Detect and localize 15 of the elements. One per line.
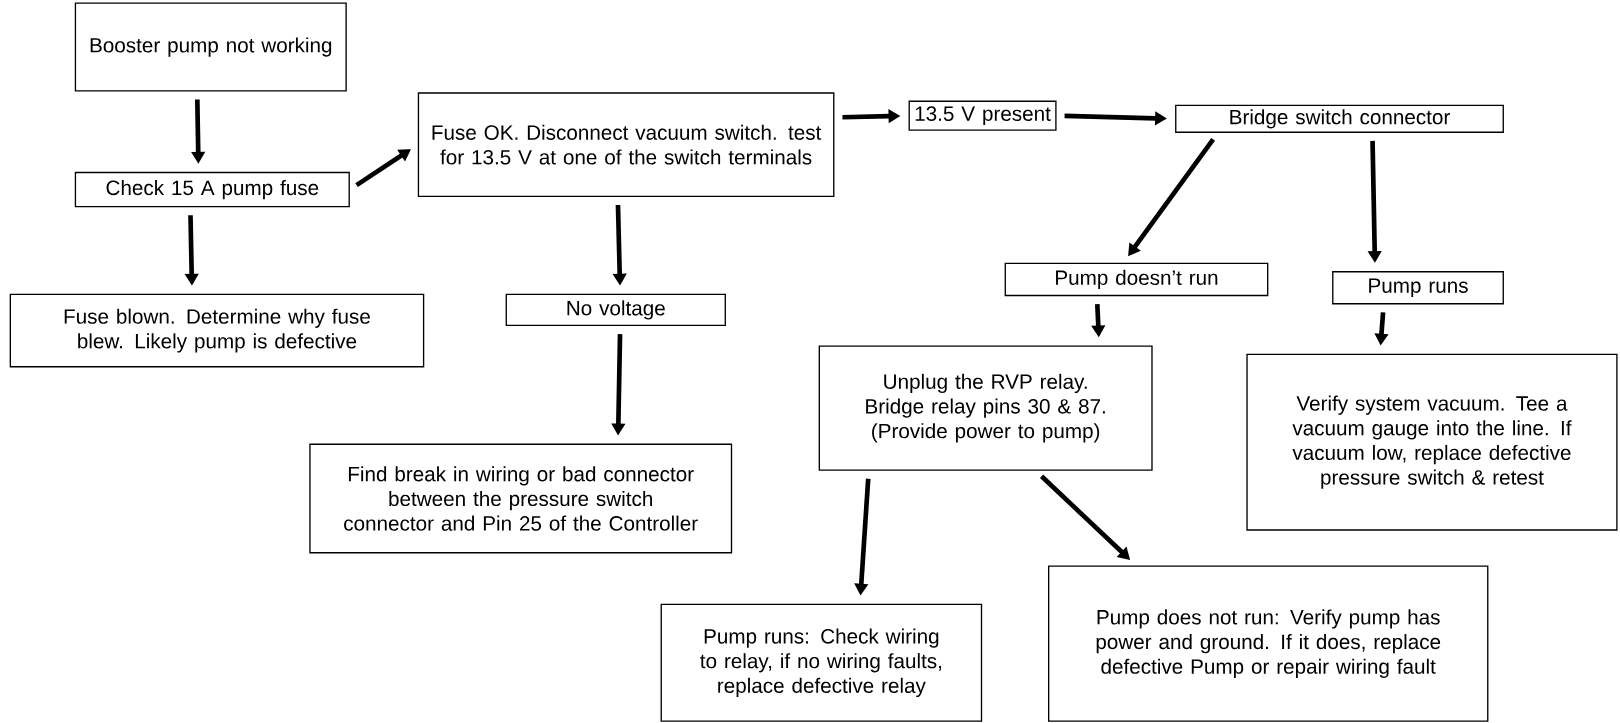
process-box: Pump doesn’t run — [1004, 262, 1269, 297]
process-box: Bridge switch connector — [1175, 104, 1504, 133]
arrow — [355, 149, 411, 188]
process-box: Pump runs: Check wiring to relay, if no wiring faults, replace defective relay — [660, 603, 983, 722]
process-box: Verify system vacuum. Tee a vacuum gauge into the line. If vacuum low, replace defective pressure switch & retest — [1246, 353, 1618, 531]
process-box: Booster pump not working — [74, 2, 347, 92]
process-box: Fuse OK. Disconnect vacuum switch. test for 13.5 V at one of the switch terminals — [417, 92, 835, 197]
process-box: Pump runs — [1332, 271, 1504, 305]
process-box: No voltage — [505, 293, 726, 327]
process-box: Unplug the RVP relay. Bridge relay pins 30 & 87. (Provide power to pump) — [818, 345, 1153, 471]
process-box: Pump does not run: Verify pump has power and ground. If it does, replace defective Pump or repair wiring fault — [1048, 565, 1489, 722]
process-box: Find break in wiring or bad connector between the pressure switch connector and Pin 25 of the Controller — [309, 443, 733, 554]
process-box: Fuse blown. Determine why fuse blew. Likely pump is defective — [9, 293, 425, 368]
process-box: 13.5 V present — [908, 100, 1057, 131]
process-box: Check 15 A pump fuse — [74, 171, 350, 208]
